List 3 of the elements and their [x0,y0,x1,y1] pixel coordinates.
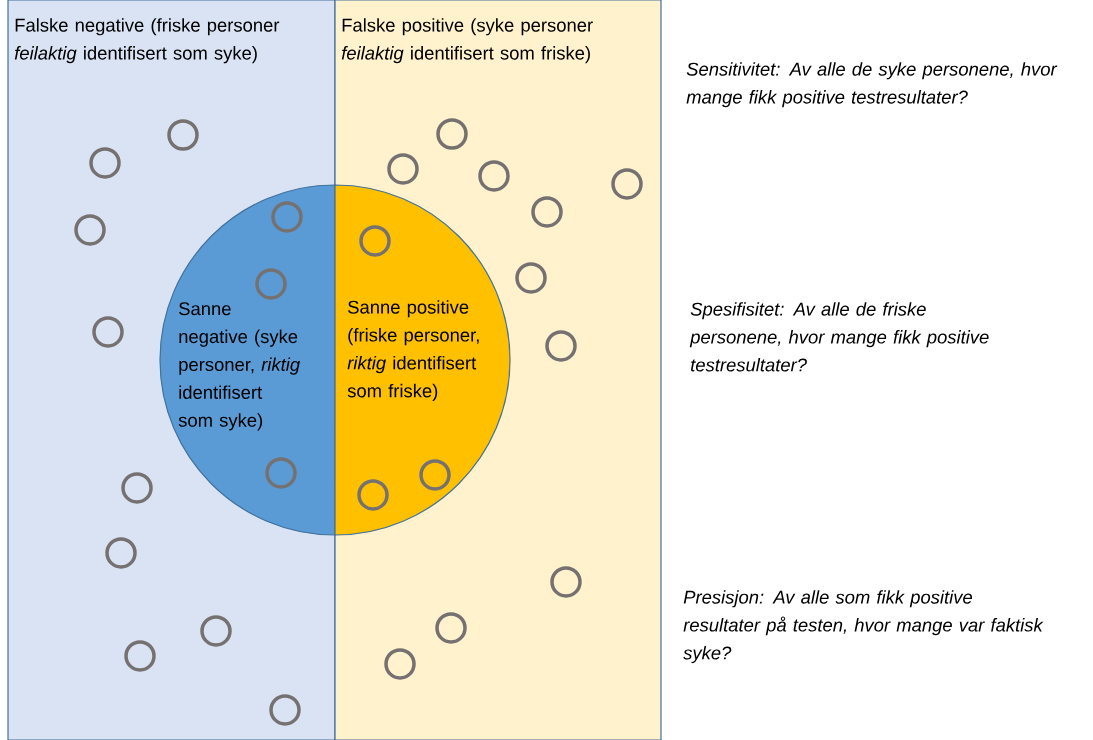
question-text: Presisjon: Av alle som fikk positive resultater på testen, hvor mange var faktisk syke? [683,590,1044,664]
question-text: Sensitivitet: Av alle de syke personene, hvor mange fikk positive testresultater? [686,62,1058,108]
question-text: Spesifisitet: Av alle de friske personene, hvor mange fikk positive testresultater? [689,302,989,372]
